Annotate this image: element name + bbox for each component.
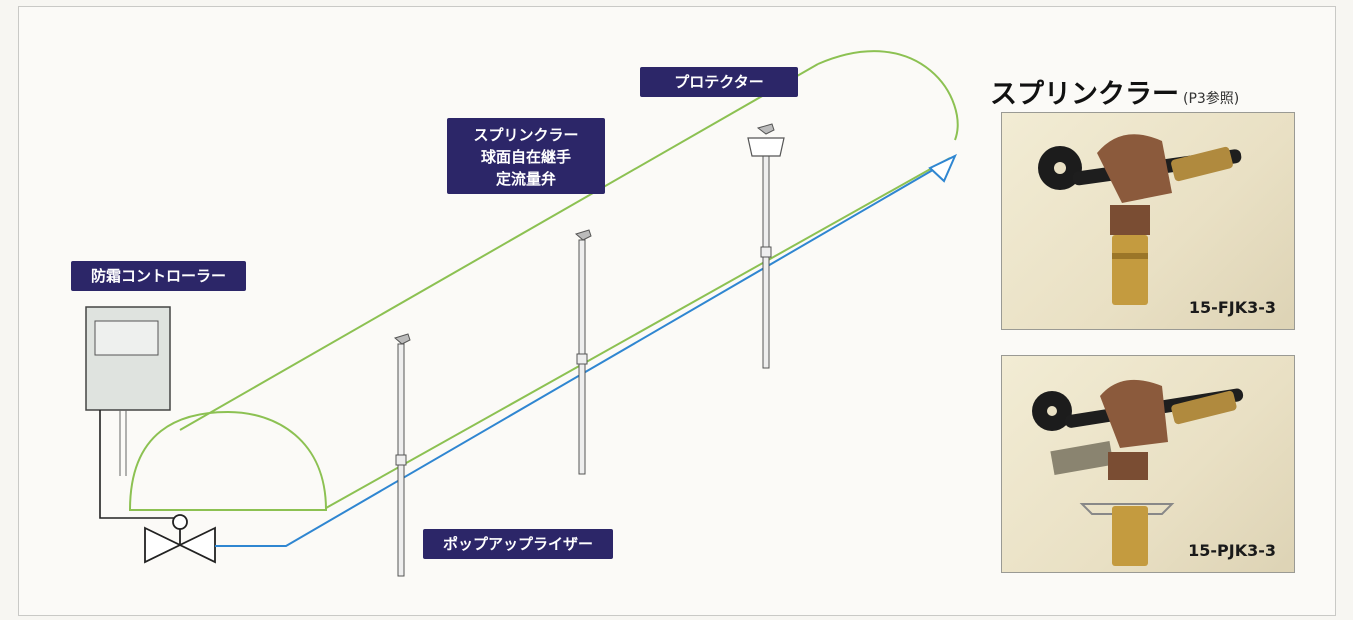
product-photo-2: 15-PJK3-3 bbox=[1001, 355, 1295, 573]
frost-controller-label: 防霜コントローラー bbox=[71, 261, 246, 291]
riser-3 bbox=[747, 123, 785, 369]
riser-1 bbox=[393, 333, 411, 577]
solenoid-valve bbox=[144, 514, 216, 564]
product-model-2: 15-PJK3-3 bbox=[1188, 541, 1276, 560]
product-heading: スプリンクラー(P3参照) bbox=[990, 72, 1239, 111]
sprinkler-head-icon bbox=[574, 229, 592, 241]
sprinkler-head-icon bbox=[756, 123, 775, 135]
riser-2 bbox=[574, 229, 592, 475]
sprinkler-photo-icon bbox=[1038, 134, 1242, 305]
greenhouse-outline bbox=[128, 50, 959, 511]
joint-label-line: 球面自在継手 bbox=[480, 148, 571, 166]
pipe-arrow-icon bbox=[928, 153, 958, 183]
product-heading-reference: (P3参照) bbox=[1183, 91, 1240, 107]
product-heading-title: スプリンクラー bbox=[990, 79, 1179, 110]
greenhouse-base-edge bbox=[325, 157, 951, 509]
product-model-1: 15-FJK3-3 bbox=[1188, 298, 1276, 317]
frost-controller-unit bbox=[85, 306, 181, 526]
sprinkler-group-label: スプリンクラー 球面自在継手 定流量弁 bbox=[447, 118, 605, 194]
sprinkler-head-icon bbox=[393, 333, 411, 345]
sprinkler-photo-icon bbox=[1032, 379, 1244, 566]
protector-cap-icon bbox=[747, 137, 785, 157]
greenhouse-top-edge bbox=[179, 63, 819, 431]
greenhouse-back-arch bbox=[817, 50, 959, 141]
protector-label: プロテクター bbox=[640, 67, 798, 97]
product-photo-1: 15-FJK3-3 bbox=[1001, 112, 1295, 330]
valve-label-line: 定流量弁 bbox=[495, 170, 556, 188]
irrigation-system-diagram bbox=[85, 50, 959, 577]
sprinkler-label-line: スプリンクラー bbox=[473, 126, 579, 144]
water-supply-pipe bbox=[215, 153, 958, 547]
popup-riser-label: ポップアップライザー bbox=[423, 529, 613, 559]
greenhouse-front-arch bbox=[128, 410, 328, 511]
